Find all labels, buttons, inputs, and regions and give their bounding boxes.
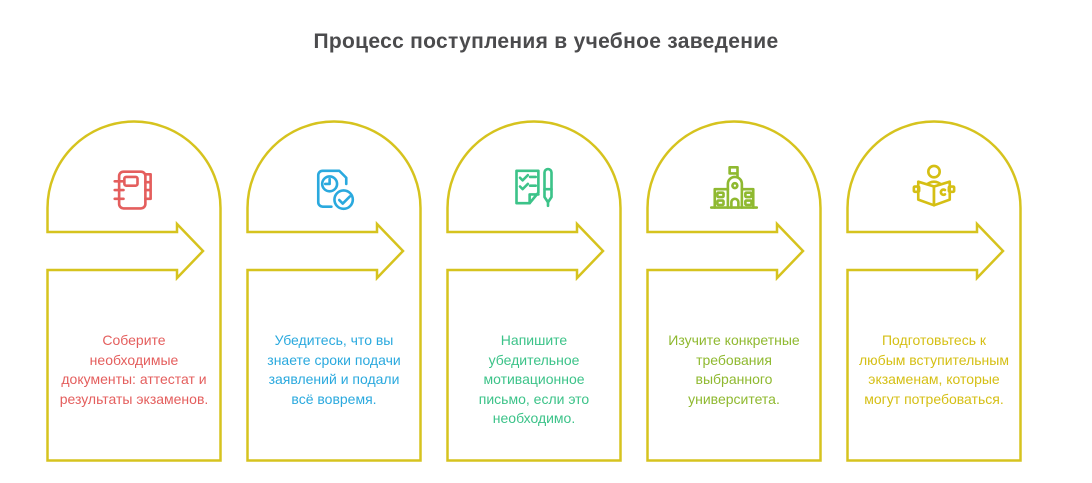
step-description: Подготовьтесь к любым вступительным экза… xyxy=(859,332,1009,407)
step-description: Изучите конкретные требования выбранного… xyxy=(668,332,800,407)
step-description: Напишите убедительное мотивационное пись… xyxy=(478,332,590,426)
reading-person-icon xyxy=(906,162,962,218)
card-outline-arrow xyxy=(646,120,822,462)
notebook-icon xyxy=(106,162,162,218)
card-outline-arrow xyxy=(46,120,222,462)
step-description: Соберите необходимые документы: аттестат… xyxy=(59,332,209,407)
card-outline-arrow xyxy=(446,120,622,462)
step-card-3: Напишите убедительное мотивационное пись… xyxy=(446,120,622,462)
steps-row: Соберите необходимые документы: аттестат… xyxy=(46,120,1022,462)
card-outline-arrow xyxy=(846,120,1022,462)
university-building-icon xyxy=(706,162,762,218)
checklist-pen-icon xyxy=(506,162,562,218)
step-description: Убедитесь, что вы знаете сроки подачи за… xyxy=(267,332,401,407)
step-card-1: Соберите необходимые документы: аттестат… xyxy=(46,120,222,462)
diagram-title: Процесс поступления в учебное заведение xyxy=(313,30,779,53)
step-card-2: Убедитесь, что вы знаете сроки подачи за… xyxy=(246,120,422,462)
card-outline-arrow xyxy=(246,120,422,462)
step-card-5: Подготовьтесь к любым вступительным экза… xyxy=(846,120,1022,462)
step-card-4: Изучите конкретные требования выбранного… xyxy=(646,120,822,462)
document-deadline-check-icon xyxy=(306,162,362,218)
